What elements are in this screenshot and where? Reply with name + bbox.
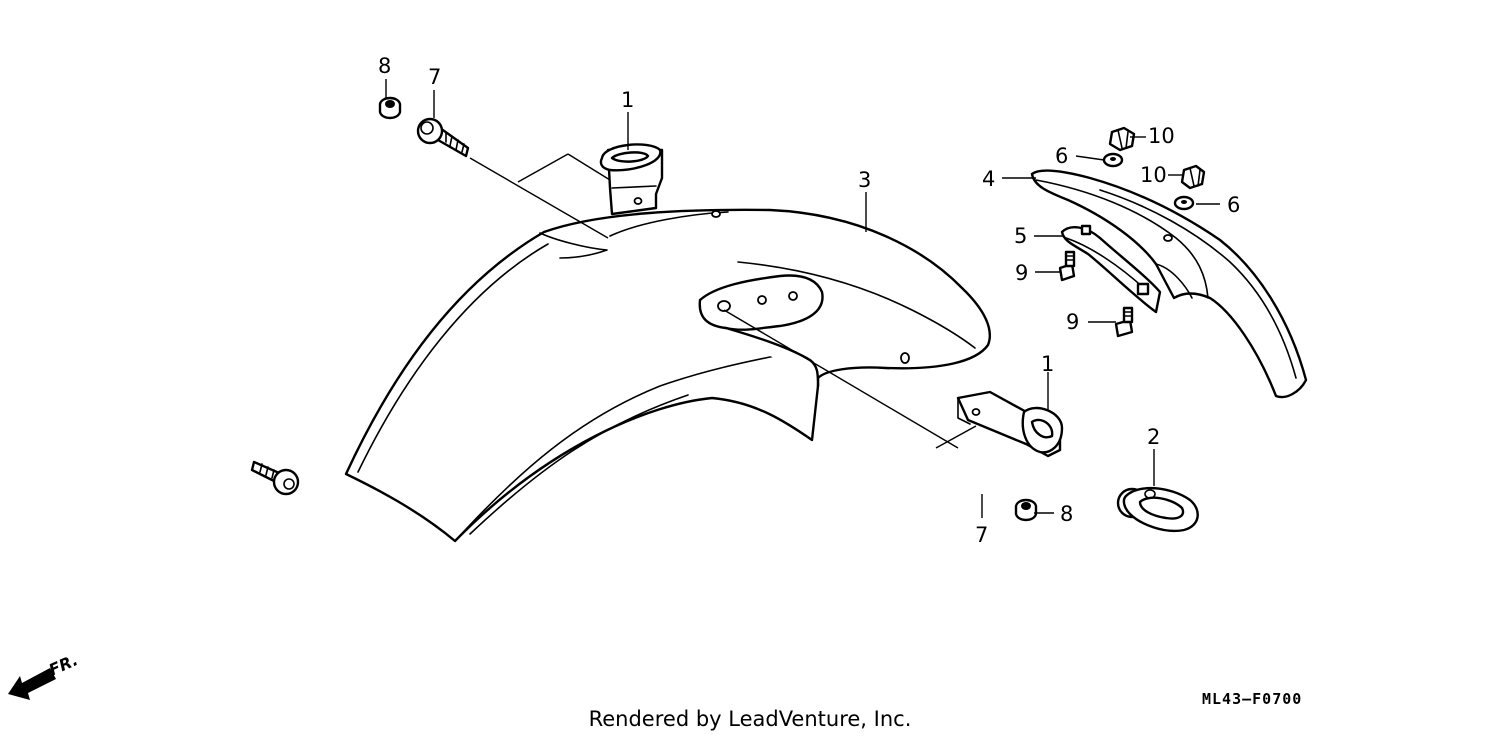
collar-lower[interactable] bbox=[1014, 498, 1038, 522]
callout-1-upper: 1 bbox=[621, 88, 634, 112]
render-credit: Rendered by LeadVenture, Inc. bbox=[588, 707, 912, 731]
screw-lower[interactable] bbox=[1114, 306, 1134, 338]
fender-stay[interactable] bbox=[1030, 169, 1308, 399]
callout-8-lower: 8 bbox=[1060, 502, 1073, 526]
fender-brace[interactable] bbox=[1060, 224, 1162, 314]
washer-upper[interactable] bbox=[1102, 152, 1124, 168]
screw-upper[interactable] bbox=[1058, 250, 1076, 282]
leader-lines bbox=[385, 79, 1220, 518]
callout-6-upper: 6 bbox=[1055, 144, 1068, 168]
hose-clamp-upper[interactable] bbox=[599, 143, 664, 216]
callout-labels: 8 7 1 3 10 6 10 4 6 5 9 9 1 2 8 7 bbox=[378, 54, 1240, 547]
callout-7-upper: 7 bbox=[428, 65, 441, 89]
bolt-upper[interactable] bbox=[416, 117, 470, 158]
callout-7-lower: 7 bbox=[975, 523, 988, 547]
nut-upper[interactable] bbox=[1108, 126, 1136, 152]
front-arrow-icon bbox=[8, 668, 56, 700]
callout-8-upper: 8 bbox=[378, 54, 391, 78]
bolt-lower[interactable] bbox=[250, 460, 300, 496]
hose-clamp-lower[interactable] bbox=[956, 390, 1064, 458]
front-fender[interactable] bbox=[344, 208, 991, 543]
hose-guide-grommet[interactable] bbox=[1116, 486, 1199, 533]
diagram-code: ML43–F0700 bbox=[1202, 690, 1303, 708]
callout-4: 4 bbox=[982, 167, 995, 191]
callout-5: 5 bbox=[1014, 224, 1027, 248]
nut-lower[interactable] bbox=[1180, 164, 1206, 190]
callout-9-lower: 9 bbox=[1066, 310, 1079, 334]
callout-9-upper: 9 bbox=[1015, 261, 1028, 285]
callout-10-upper: 10 bbox=[1148, 124, 1175, 148]
callout-1-lower: 1 bbox=[1041, 352, 1054, 376]
callout-6-lower: 6 bbox=[1227, 193, 1240, 217]
front-direction-label: FR. bbox=[46, 650, 81, 679]
callout-10-lower: 10 bbox=[1140, 163, 1167, 187]
front-direction-indicator: FR. bbox=[8, 650, 81, 700]
callout-3: 3 bbox=[858, 168, 871, 192]
callout-2: 2 bbox=[1147, 425, 1160, 449]
washer-lower[interactable] bbox=[1173, 195, 1195, 211]
collar-upper[interactable] bbox=[378, 96, 402, 120]
